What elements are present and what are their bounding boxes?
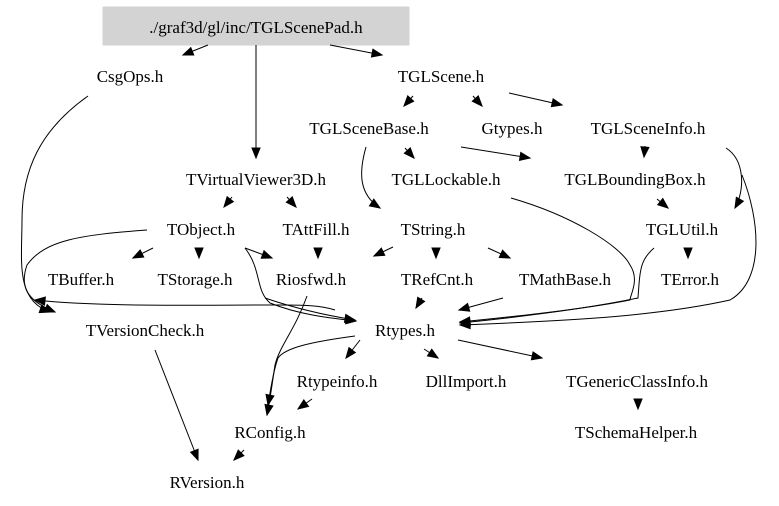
arrowhead-icon: [550, 98, 564, 108]
arrowhead-icon: [343, 313, 357, 324]
node-dllimport[interactable]: DllImport.h: [426, 372, 507, 391]
node-tobject[interactable]: TObject.h: [167, 220, 236, 239]
node-gtypes[interactable]: Gtypes.h: [482, 119, 543, 138]
arrowhead-icon: [734, 196, 745, 210]
node-tgllockable[interactable]: TGLLockable.h: [391, 170, 501, 189]
arrowhead-icon: [296, 399, 310, 410]
node-tschemahelper[interactable]: TSchemaHelper.h: [575, 423, 698, 442]
node-tvirtualviewer3d[interactable]: TVirtualViewer3D.h: [186, 170, 327, 189]
arrowhead-icon: [403, 95, 415, 108]
edge-tglutil-to-rtypes: [459, 247, 655, 324]
edge-rtypes-to-tgenericclassinfo: [457, 339, 543, 359]
arrowhead-icon: [426, 348, 440, 359]
arrowhead-icon: [285, 196, 297, 209]
edge-rtypes-to-rconfig: [267, 335, 356, 406]
arrowhead-icon: [194, 247, 204, 260]
arrowhead-icon: [345, 346, 357, 360]
arrowhead-icon: [372, 247, 386, 257]
arrowhead-icon: [403, 147, 415, 160]
node-csgops[interactable]: CsgOps.h: [97, 67, 164, 86]
node-tglsceneinfo[interactable]: TGLSceneInfo.h: [591, 119, 706, 138]
node-rversion[interactable]: RVersion.h: [170, 473, 245, 492]
node-terror[interactable]: TError.h: [661, 270, 720, 289]
node-tattfill[interactable]: TAttFill.h: [282, 220, 350, 239]
edge-tglscenebase-to-tstring: [361, 146, 381, 209]
arrowhead-icon: [683, 247, 693, 260]
edge-tversioncheck-to-rversion: [154, 349, 199, 461]
node-tgenericclassinfo[interactable]: TGenericClassInfo.h: [566, 372, 709, 391]
node-tbuffer[interactable]: TBuffer.h: [48, 270, 115, 289]
arrowhead-icon: [368, 198, 382, 209]
arrowhead-icon: [415, 296, 426, 310]
arrowhead-icon: [518, 151, 532, 162]
root-node-box[interactable]: [102, 6, 410, 46]
arrowhead-icon: [131, 249, 145, 259]
arrowhead-icon: [458, 317, 471, 327]
node-tglscene[interactable]: TGLScene.h: [398, 67, 485, 86]
node-rtypes[interactable]: Rtypes.h: [375, 321, 435, 340]
arrowhead-icon: [233, 449, 245, 461]
node-root[interactable]: ./graf3d/gl/inc/TGLScenePad.h: [149, 18, 363, 37]
node-tmathbase[interactable]: TMathBase.h: [519, 270, 612, 289]
arrowhead-icon: [633, 398, 643, 411]
edge-tstorage-to-rtypes: [264, 297, 356, 321]
arrowhead-icon: [431, 247, 441, 260]
edge-tglscenebase-to-tglboundingbox: [460, 146, 531, 159]
arrowhead-icon: [530, 351, 544, 361]
arrowhead-icon: [457, 302, 471, 312]
arrowhead-icon: [189, 448, 199, 462]
arrowhead-icon: [656, 197, 670, 209]
edge-tglsceneinfo-to-rtypes: [459, 174, 757, 326]
arrowhead-icon: [223, 195, 235, 209]
arrowhead-icon: [471, 95, 483, 108]
node-tglboundingbox[interactable]: TGLBoundingBox.h: [564, 170, 706, 189]
arrowhead-icon: [33, 296, 46, 306]
arrowhead-icon: [498, 249, 512, 259]
node-riosfwd[interactable]: Riosfwd.h: [276, 270, 347, 289]
arrowhead-icon: [181, 46, 195, 56]
node-trefcnt[interactable]: TRefCnt.h: [401, 270, 474, 289]
arrowhead-icon: [265, 393, 275, 407]
node-tstorage[interactable]: TStorage.h: [157, 270, 233, 289]
node-rconfig[interactable]: RConfig.h: [234, 423, 306, 442]
arrowhead-icon: [370, 48, 384, 58]
node-tglscenebase[interactable]: TGLSceneBase.h: [309, 119, 429, 138]
arrowhead-icon: [640, 146, 650, 159]
arrowhead-icon: [313, 247, 323, 260]
edge-tobject-to-rtypes: [244, 247, 357, 322]
node-tstring[interactable]: TString.h: [401, 220, 466, 239]
node-tversioncheck[interactable]: TVersionCheck.h: [86, 321, 205, 340]
edge-tgllockable-to-rtypes: [459, 197, 635, 323]
edge-tobject-to-tversioncheck: [23, 229, 148, 313]
edge-tattfill-to-rtypes: [34, 299, 336, 311]
arrowhead-icon: [260, 249, 274, 259]
node-rtypeinfo[interactable]: Rtypeinfo.h: [297, 372, 378, 391]
arrowhead-icon: [251, 147, 261, 160]
node-tglutil[interactable]: TGLUtil.h: [646, 220, 719, 239]
arrowhead-icon: [43, 303, 57, 313]
arrowhead-icon: [264, 403, 274, 417]
